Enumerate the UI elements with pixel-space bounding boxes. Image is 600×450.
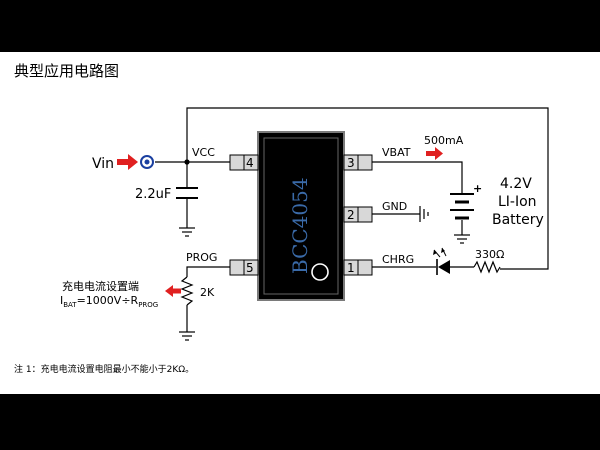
pin-5-label: PROG — [186, 251, 217, 264]
chip-pin-4: 4 — [229, 154, 259, 171]
ground-icon-prog — [179, 331, 195, 341]
chip-name: BCC4054 — [288, 177, 312, 274]
current-label: 500mA — [424, 134, 464, 147]
battery-plus-icon: + — [473, 182, 482, 195]
chip-pin1-dot-icon — [311, 263, 329, 281]
pin-2-label: GND — [382, 200, 407, 213]
wires — [155, 107, 549, 332]
chip-pin-1: 1 — [343, 259, 373, 276]
battery-type-label: LI-Ion — [498, 194, 537, 210]
prog-caption: 充电电流设置端 — [62, 279, 139, 293]
chip-inner-border — [263, 137, 339, 295]
pin-4-number: 4 — [246, 156, 254, 170]
formula-r-sub: PROG — [138, 301, 158, 309]
resistor-330-label: 330Ω — [475, 248, 504, 261]
footnote: 注 1：充电电流设置电阻最小不能小于2KΩ。 — [14, 363, 194, 375]
ground-icon-battery — [454, 234, 470, 244]
prog-formula: IBAT=1000V÷RPROG — [60, 294, 158, 309]
battery-word-label: Battery — [492, 212, 544, 228]
formula-mid: =1000V÷R — [77, 294, 139, 307]
slide-panel: 典型应用电路图 — [0, 52, 600, 394]
led-icon — [433, 247, 450, 275]
capacitor-icon — [176, 187, 198, 199]
prog-arrow-icon — [165, 285, 181, 297]
vin-terminal-core — [144, 159, 150, 165]
pin-2-number: 2 — [347, 208, 355, 222]
battery-icon — [450, 193, 474, 220]
chip-pin-2: 2 — [343, 206, 373, 223]
chip-pin-5: 5 — [229, 259, 259, 276]
pin-5-number: 5 — [246, 261, 254, 275]
ground-icon-gnd — [419, 206, 429, 222]
ground-icon-capacitor — [179, 227, 195, 237]
circuit-diagram: 典型应用电路图 — [14, 62, 549, 375]
resistor-330-icon — [473, 260, 501, 274]
vin-label: Vin — [92, 156, 114, 172]
capacitor-label: 2.2uF — [135, 187, 171, 202]
wire-top-loop — [186, 107, 549, 270]
battery-voltage-label: 4.2V — [500, 176, 532, 192]
wire-vbat — [372, 161, 463, 194]
formula-i: I — [60, 294, 63, 307]
page-title: 典型应用电路图 — [14, 62, 119, 80]
vcc-node-dot — [184, 159, 190, 165]
formula-i-sub: BAT — [63, 301, 77, 309]
resistor-prog-label: 2K — [200, 286, 215, 299]
vin-arrow-icon — [117, 154, 138, 170]
wire-prog — [186, 266, 230, 277]
current-arrow-icon — [426, 147, 443, 160]
pin-3-number: 3 — [347, 156, 355, 170]
pin-1-label: CHRG — [382, 253, 414, 266]
pin-1-number: 1 — [347, 261, 355, 275]
resistor-prog-icon — [180, 276, 194, 306]
pin-4-label: VCC — [192, 146, 215, 159]
chip-pin-3: 3 — [343, 154, 373, 171]
chip-body — [257, 131, 345, 301]
pin-3-label: VBAT — [382, 146, 411, 159]
